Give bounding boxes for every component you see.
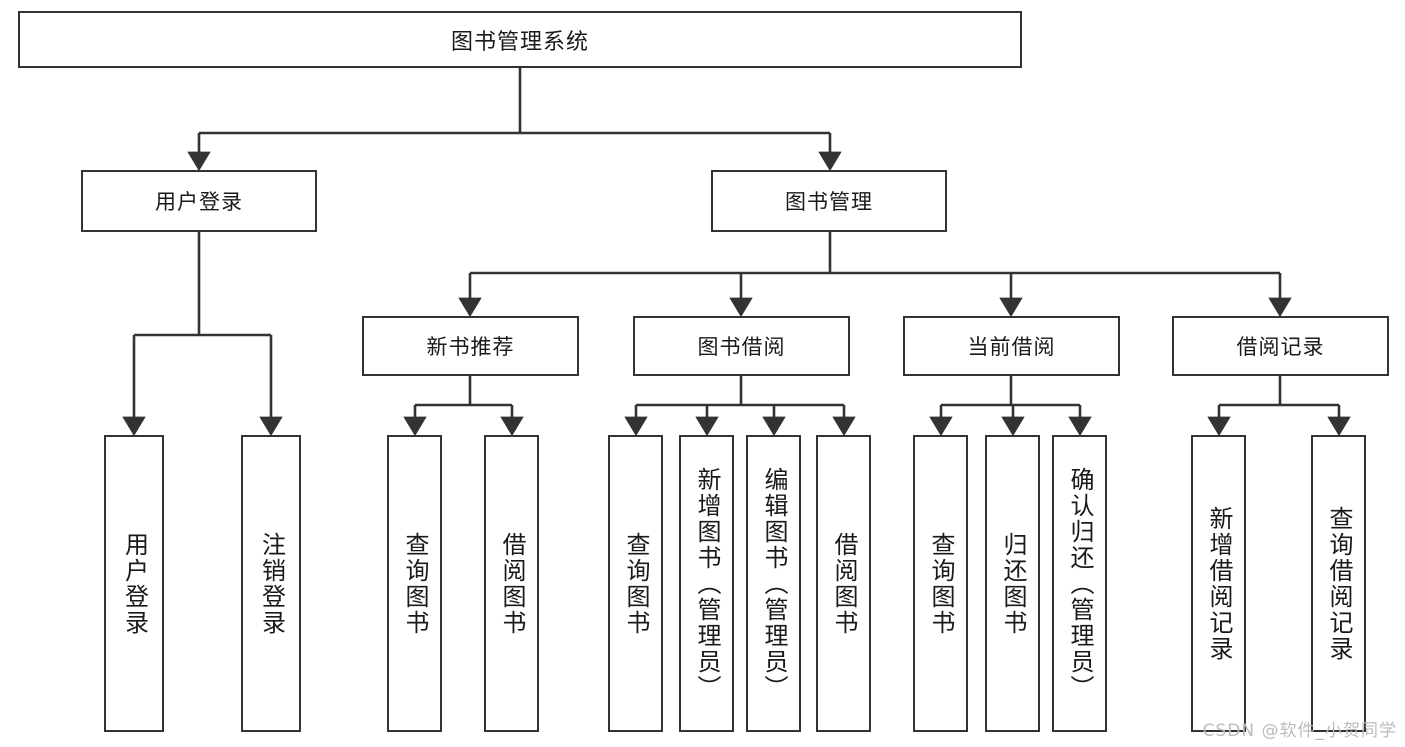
leaf-add-borrow-record[interactable]: 新增借阅记录 [1191,435,1246,732]
leaf-add-book-admin[interactable]: 新增图书（管理员） [679,435,734,732]
leaf-borrow-book[interactable]: 借阅图书 [816,435,871,732]
node-current-borrow[interactable]: 当前借阅 [903,316,1120,376]
leaf-return-book[interactable]: 归还图书 [985,435,1040,732]
node-root[interactable]: 图书管理系统 [18,11,1022,68]
leaf-user-login[interactable]: 用户登录 [104,435,164,732]
leaf-edit-book-admin[interactable]: 编辑图书（管理员） [746,435,801,732]
leaf-confirm-return-admin[interactable]: 确认归还（管理员） [1052,435,1107,732]
node-user-login[interactable]: 用户登录 [81,170,317,232]
node-new-book-recommend[interactable]: 新书推荐 [362,316,579,376]
leaf-query-book-current[interactable]: 查询图书 [913,435,968,732]
node-book-borrow[interactable]: 图书借阅 [633,316,850,376]
leaf-logout[interactable]: 注销登录 [241,435,301,732]
leaf-query-book-recommend[interactable]: 查询图书 [387,435,442,732]
watermark: CSDN @软件_小贺同学 [1202,721,1397,741]
node-book-management[interactable]: 图书管理 [711,170,947,232]
node-borrow-records[interactable]: 借阅记录 [1172,316,1389,376]
leaf-borrow-book-recommend[interactable]: 借阅图书 [484,435,539,732]
leaf-query-borrow-record[interactable]: 查询借阅记录 [1311,435,1366,732]
leaf-query-book-borrow[interactable]: 查询图书 [608,435,663,732]
